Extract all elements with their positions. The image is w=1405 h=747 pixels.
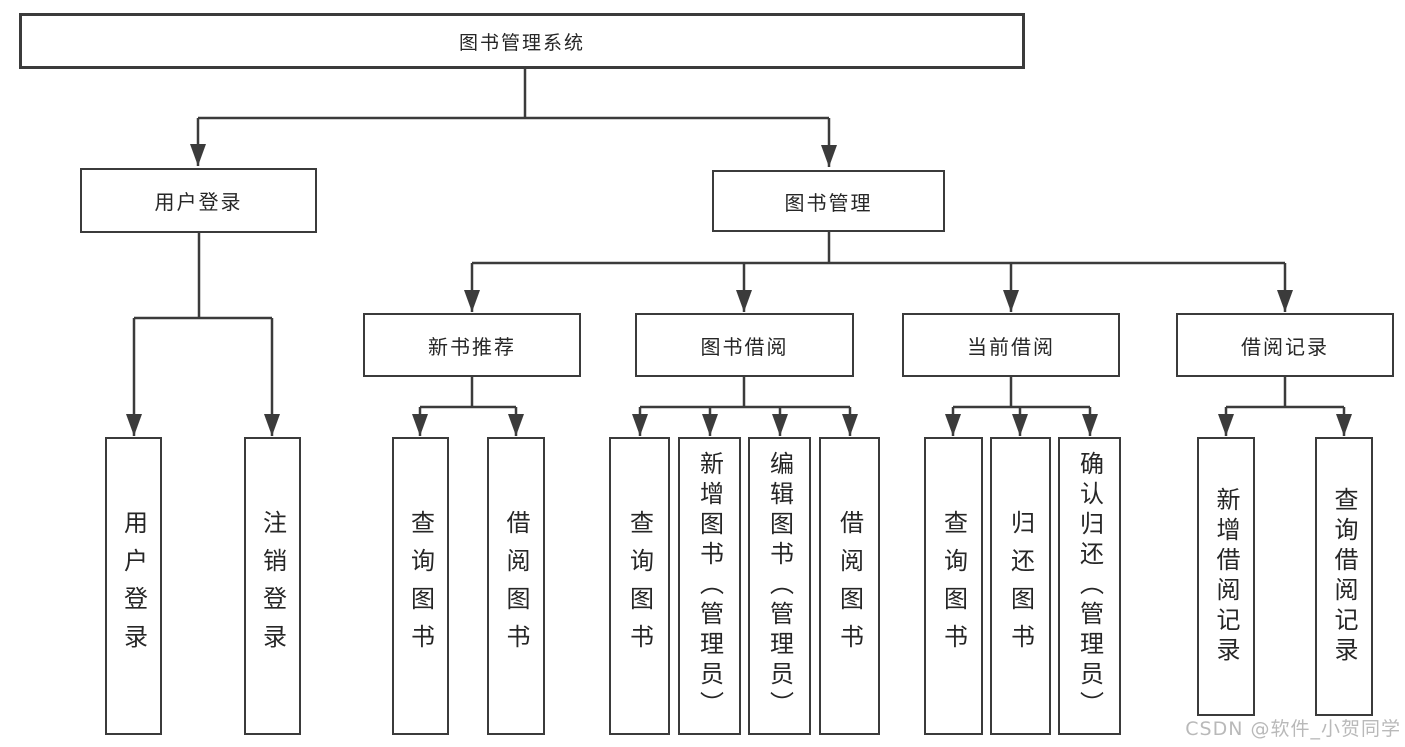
leaf-confirm-return-admin: 确认归还（管理员） — [1058, 437, 1121, 735]
leaf-query-book-borrow: 查询图书 — [609, 437, 670, 735]
node-book-borrow: 图书借阅 — [635, 313, 854, 377]
leaf-user-login: 用户登录 — [105, 437, 162, 735]
node-new-book-recommend: 新书推荐 — [363, 313, 581, 377]
csdn-watermark: CSDN @软件_小贺同学 — [1185, 718, 1401, 740]
leaf-borrow-book: 借阅图书 — [819, 437, 880, 735]
node-current-borrow: 当前借阅 — [902, 313, 1120, 377]
leaf-logout: 注销登录 — [244, 437, 301, 735]
leaf-query-book-current: 查询图书 — [924, 437, 983, 735]
node-borrow-record: 借阅记录 — [1176, 313, 1394, 377]
leaf-query-borrow-record: 查询借阅记录 — [1315, 437, 1373, 716]
leaf-add-book-admin: 新增图书（管理员） — [678, 437, 741, 735]
node-book-management: 图书管理 — [712, 170, 945, 232]
node-book-management-system: 图书管理系统 — [19, 13, 1025, 69]
leaf-query-book-recommend: 查询图书 — [392, 437, 449, 735]
leaf-return-book: 归还图书 — [990, 437, 1051, 735]
leaf-edit-book-admin: 编辑图书（管理员） — [748, 437, 811, 735]
node-user-login: 用户登录 — [80, 168, 317, 233]
leaf-borrow-book-recommend: 借阅图书 — [487, 437, 545, 735]
leaf-add-borrow-record: 新增借阅记录 — [1197, 437, 1255, 716]
